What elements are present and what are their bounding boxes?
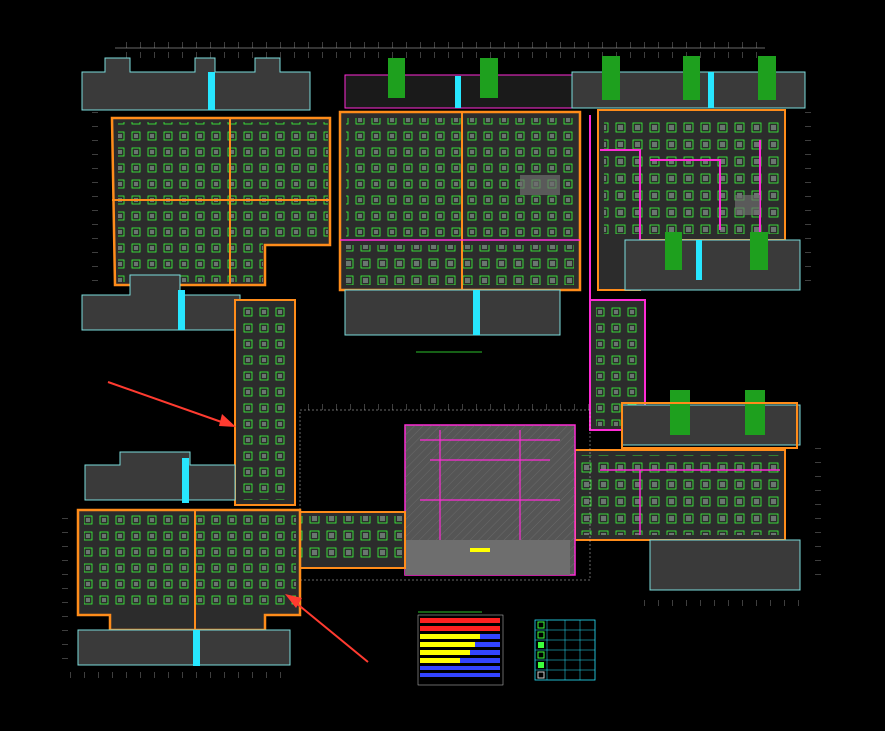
right-lower-block	[574, 390, 801, 591]
red-arrow-lower	[285, 594, 369, 663]
upper-left-block	[81, 57, 332, 331]
dimension-lines	[62, 42, 821, 678]
central-zone	[299, 409, 591, 581]
upper-middle-block	[338, 58, 582, 336]
lower-left-block	[76, 451, 302, 666]
upper-right-block	[571, 56, 806, 300]
symbol-legend-table	[534, 619, 596, 681]
legend-color-table	[417, 614, 504, 686]
red-arrow-upper	[107, 381, 236, 427]
lower-connector	[294, 511, 406, 569]
right-corridor	[589, 299, 646, 431]
left-corridor	[234, 299, 296, 506]
